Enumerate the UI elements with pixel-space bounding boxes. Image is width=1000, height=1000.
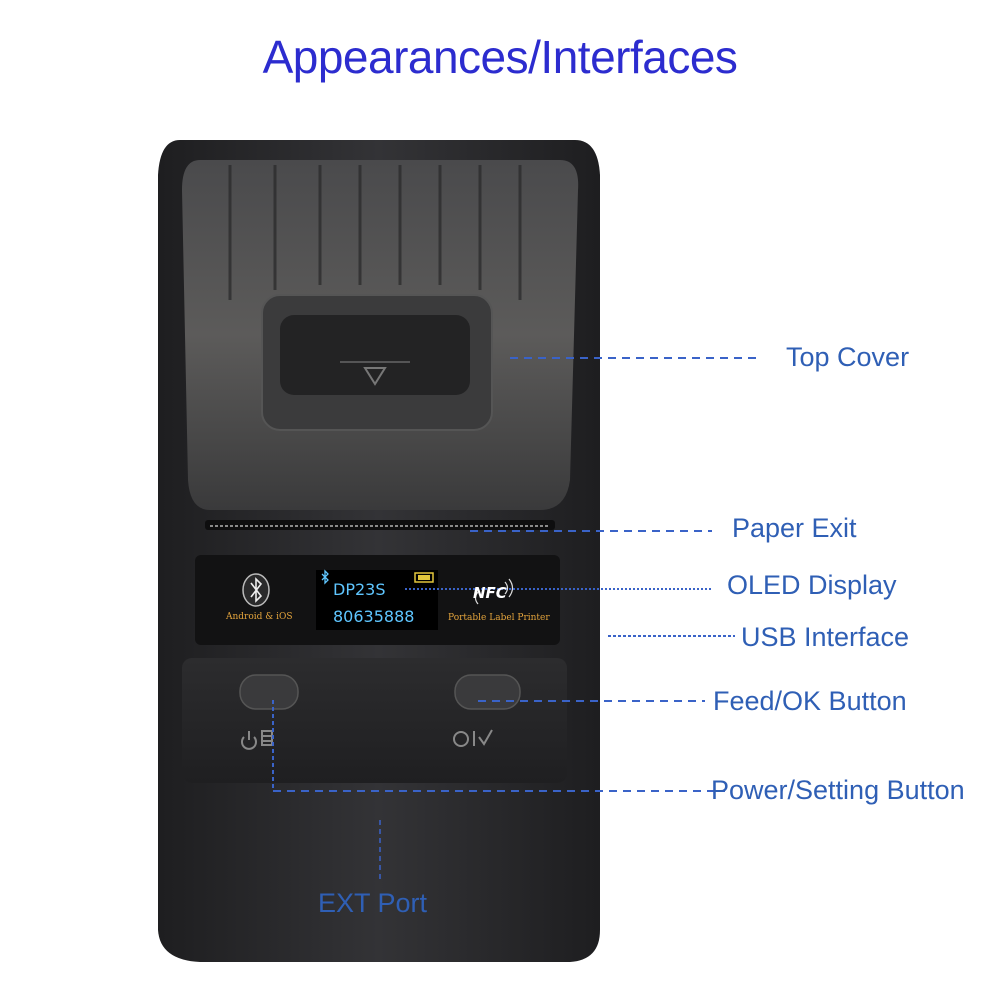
oled-number-text: 80635888 [333,607,415,626]
model-caption: Portable Label Printer [448,613,550,623]
label-oled-display: OLED Display [727,570,897,600]
label-feed-ok-button: Feed/OK Button [713,686,907,716]
label-paper-exit: Paper Exit [732,513,857,543]
label-ext-port: EXT Port [318,888,428,918]
feed-symbol-icon [453,729,493,747]
battery-icon [414,572,434,583]
bluetooth-icon [242,573,270,607]
label-power-setting-button: Power/Setting Button [711,775,965,805]
nfc-icon [474,578,514,605]
label-top-cover: Top Cover [786,342,910,372]
oled-model-text: DP23S [333,580,386,599]
feed-button [454,674,521,710]
oled-screen [316,570,438,630]
label-usb-interface: USB Interface [741,622,910,652]
nfc-label: NFC [473,584,507,602]
page-title: Appearances/Interfaces [262,31,738,83]
power-button [239,674,299,710]
bluetooth-caption: Android & iOS [226,612,293,622]
